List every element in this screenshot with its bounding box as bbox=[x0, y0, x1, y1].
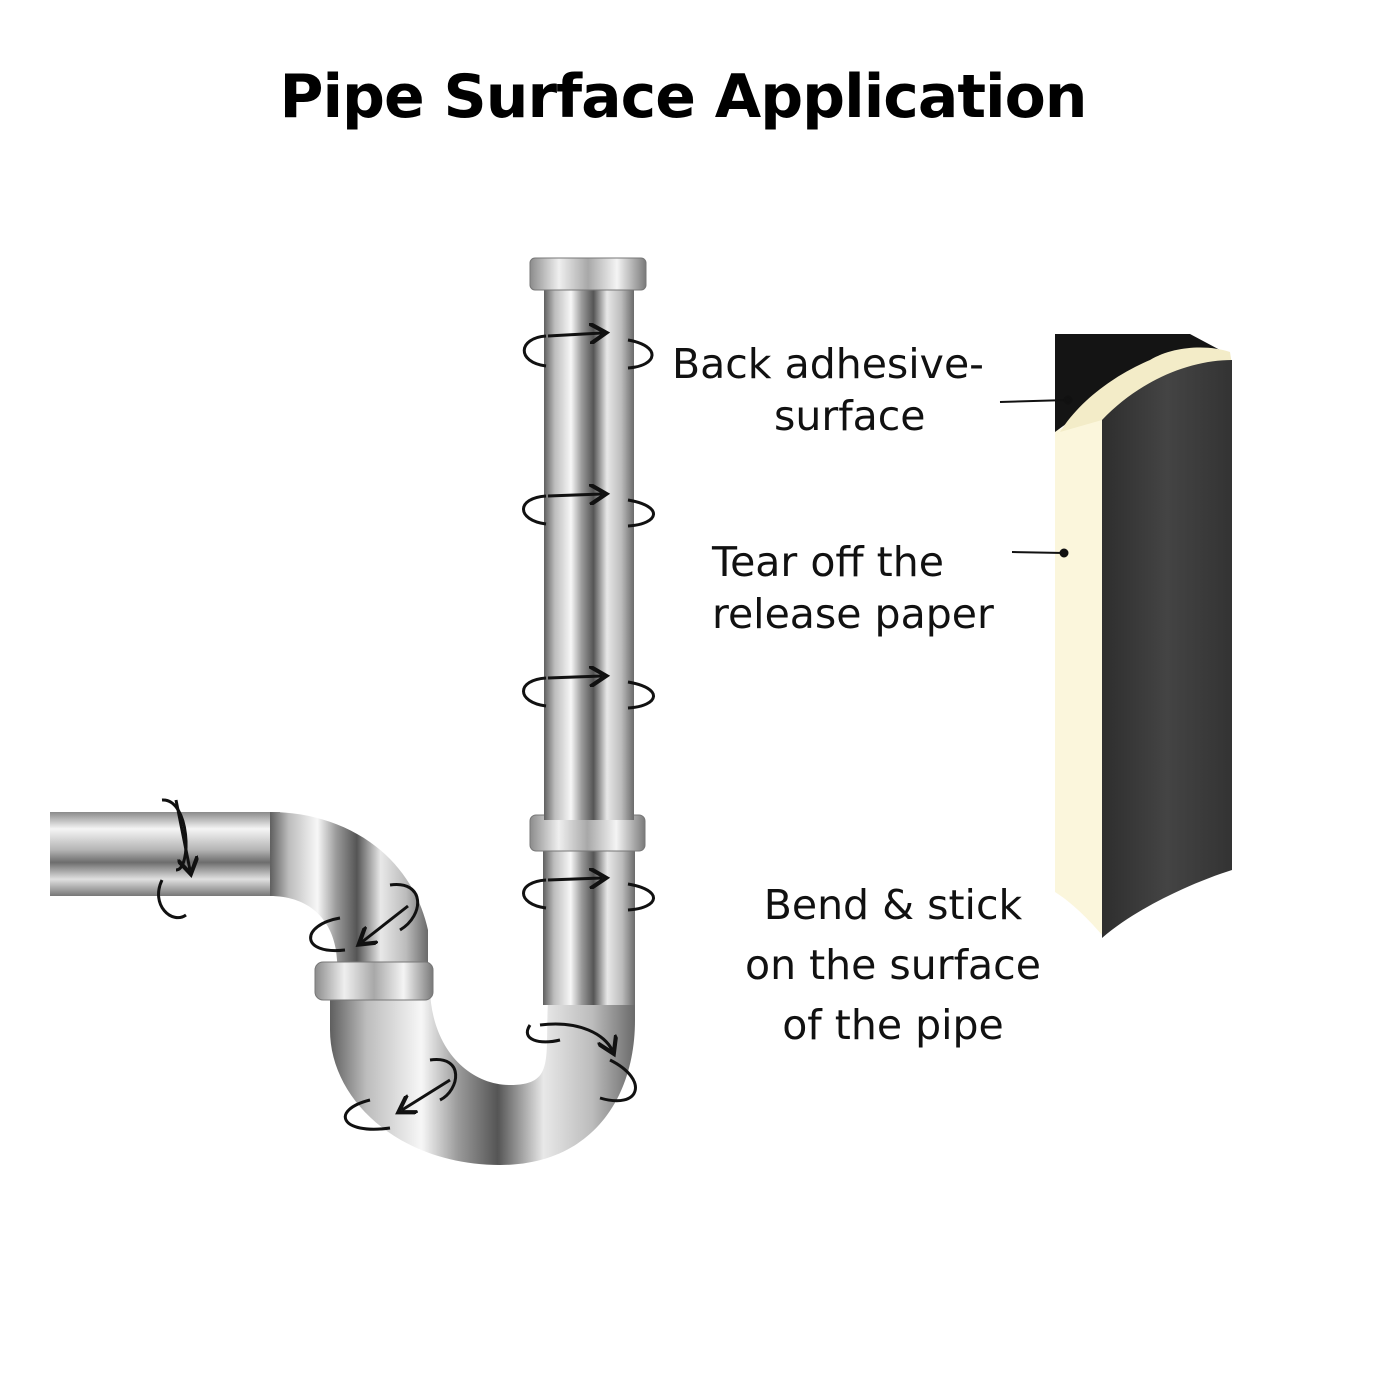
label-line: Tear off the bbox=[712, 538, 944, 586]
rotation-arrow-icon bbox=[157, 798, 190, 919]
rotation-arrow-icon bbox=[344, 1058, 458, 1131]
rotation-arrow-icon bbox=[522, 878, 655, 912]
label-tear-off: Tear off the release paper bbox=[712, 536, 994, 641]
sheet-outer-dark bbox=[1102, 360, 1232, 938]
label-line: of the pipe bbox=[782, 1000, 1004, 1049]
rotation-arrow-icon bbox=[522, 333, 654, 370]
leader-dot-adhesive bbox=[1063, 395, 1073, 405]
rotation-arrows bbox=[157, 333, 655, 1131]
rotation-arrow-icon bbox=[522, 676, 655, 710]
pipe-nut-middle bbox=[529, 814, 646, 852]
pipe-elbow bbox=[270, 812, 428, 970]
rotation-arrow-icon bbox=[522, 494, 655, 528]
rotation-arrow-icon bbox=[309, 883, 419, 953]
pipe-top-cap bbox=[529, 257, 647, 291]
sheet-peeled-corner bbox=[1060, 347, 1232, 432]
label-bend-stick: Bend & stick on the surface of the pipe bbox=[745, 876, 1041, 1056]
rotation-arrow-icon bbox=[526, 1022, 637, 1103]
label-line: Bend & stick bbox=[763, 881, 1023, 929]
release-paper bbox=[1055, 420, 1102, 935]
label-line: on the surface bbox=[745, 940, 1041, 989]
page-title: Pipe Surface Application bbox=[279, 62, 1087, 132]
label-line: Back adhesive- bbox=[672, 340, 984, 388]
pipe-nut-lower bbox=[314, 961, 434, 1001]
pipe-upper-vertical bbox=[544, 285, 634, 820]
sheet-top-dark bbox=[1055, 334, 1220, 432]
label-back-adhesive: Back adhesive- surface bbox=[672, 338, 984, 443]
leader-line-adhesive bbox=[999, 399, 1069, 403]
pipe-lower-vertical bbox=[543, 845, 635, 1005]
horizontal-pipe bbox=[50, 812, 280, 896]
label-line: release paper bbox=[712, 590, 994, 639]
leader-dot-tear bbox=[1059, 548, 1069, 558]
leader-lines bbox=[999, 395, 1073, 558]
label-line: surface bbox=[774, 392, 926, 441]
leader-line-tear bbox=[1011, 551, 1065, 554]
insulation-sheet bbox=[1055, 334, 1232, 938]
